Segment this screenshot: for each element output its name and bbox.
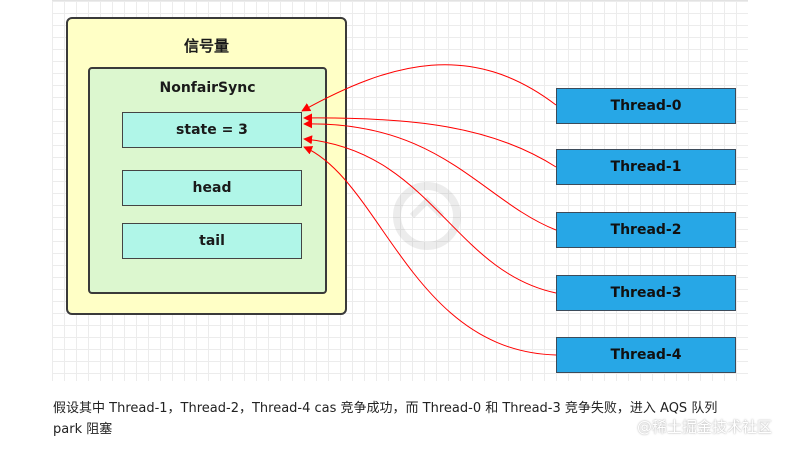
caption-text: 假设其中 Thread-1，Thread-2，Thread-4 cas 竞争成功… [53, 398, 753, 440]
thread-1-box: Thread-1 [556, 149, 736, 185]
thread-4-box: Thread-4 [556, 337, 736, 373]
thread-0-box: Thread-0 [556, 88, 736, 124]
thread-2-box: Thread-2 [556, 212, 736, 248]
arrow-thread-2 [303, 119, 557, 231]
arrow-thread-3 [303, 135, 557, 294]
thread-3-box: Thread-3 [556, 275, 736, 311]
arrow-thread-1 [303, 113, 557, 168]
arrow-thread-0 [301, 64, 557, 112]
tail-field: tail [122, 223, 302, 259]
watermark-credit: @稀土掘金技术社区 [636, 418, 772, 436]
head-field: head [122, 170, 302, 206]
state-field: state = 3 [122, 112, 302, 148]
arrow-thread-4 [303, 146, 557, 356]
arrow-layer [301, 64, 557, 356]
caption-line-1: 假设其中 Thread-1，Thread-2，Thread-4 cas 竞争成功… [53, 401, 718, 416]
nonfair-sync-title: NonfairSync [159, 80, 256, 96]
caption-line-2: park 阻塞 [53, 422, 113, 437]
semaphore-title: 信号量 [183, 37, 229, 55]
semaphore-diagram: 信号量 NonfairSync state = 3 head tail Thre… [52, 0, 748, 381]
